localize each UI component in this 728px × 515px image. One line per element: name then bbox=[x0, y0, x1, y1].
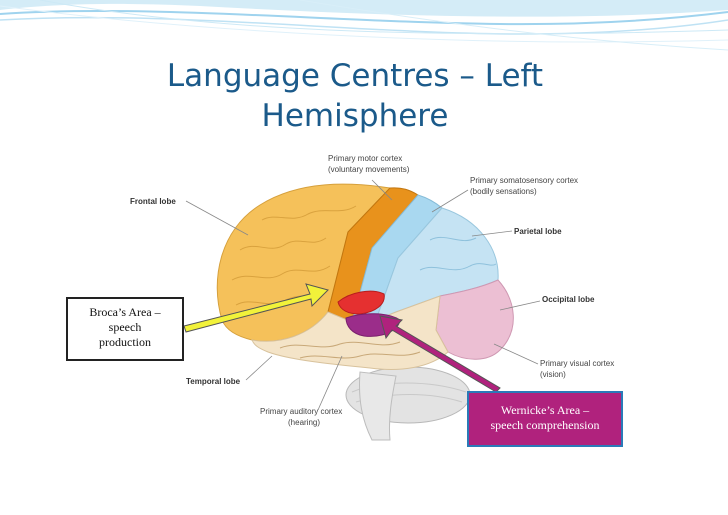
label-primary-motor-cortex: Primary motor cortex bbox=[328, 154, 402, 163]
wernicke-callout-line1: Wernicke’s Area – bbox=[500, 403, 590, 417]
broca-callout-line1: Broca’s Area – bbox=[89, 305, 161, 319]
temporal-lobe bbox=[251, 295, 449, 370]
temporal-gyri bbox=[279, 341, 421, 359]
frontal-lobe bbox=[216, 183, 392, 342]
parietal-gyri bbox=[419, 236, 497, 271]
label-primary-auditory-cortex-sub: (hearing) bbox=[288, 418, 320, 427]
broca-callout-line3: production bbox=[99, 335, 151, 349]
brainstem bbox=[359, 371, 397, 441]
occipital-lobe bbox=[435, 279, 514, 360]
label-primary-visual-cortex-sub: (vision) bbox=[540, 370, 566, 379]
wernicke-callout: Wernicke’s Area – speech comprehension bbox=[467, 391, 623, 447]
wernicke-arrow bbox=[379, 315, 501, 393]
label-primary-somatosensory-cortex: Primary somatosensory cortex bbox=[470, 176, 578, 185]
label-parietal-lobe: Parietal lobe bbox=[514, 227, 562, 236]
broca-callout-line2: speech bbox=[108, 320, 142, 334]
broca-callout: Broca’s Area – speech production bbox=[66, 297, 184, 361]
slide-title-line1: Language Centres – Left bbox=[166, 58, 544, 94]
label-primary-somatosensory-cortex-sub: (bodily sensations) bbox=[470, 187, 537, 196]
leader-lines bbox=[185, 179, 541, 411]
broca-area bbox=[337, 290, 385, 315]
slide-title-line2: Hemisphere bbox=[261, 98, 449, 134]
wernicke-callout-line2: speech comprehension bbox=[490, 418, 600, 432]
label-frontal-lobe: Frontal lobe bbox=[130, 197, 176, 206]
label-occipital-lobe: Occipital lobe bbox=[542, 295, 595, 304]
label-primary-auditory-cortex: Primary auditory cortex bbox=[260, 407, 342, 416]
slide-title: Language Centres – Left Hemisphere bbox=[120, 56, 590, 136]
label-temporal-lobe: Temporal lobe bbox=[186, 377, 241, 386]
broca-arrow bbox=[183, 283, 329, 333]
label-primary-visual-cortex: Primary visual cortex bbox=[540, 359, 614, 368]
header-swoosh bbox=[0, 0, 728, 51]
label-primary-motor-cortex-sub: (voluntary movements) bbox=[328, 165, 410, 174]
